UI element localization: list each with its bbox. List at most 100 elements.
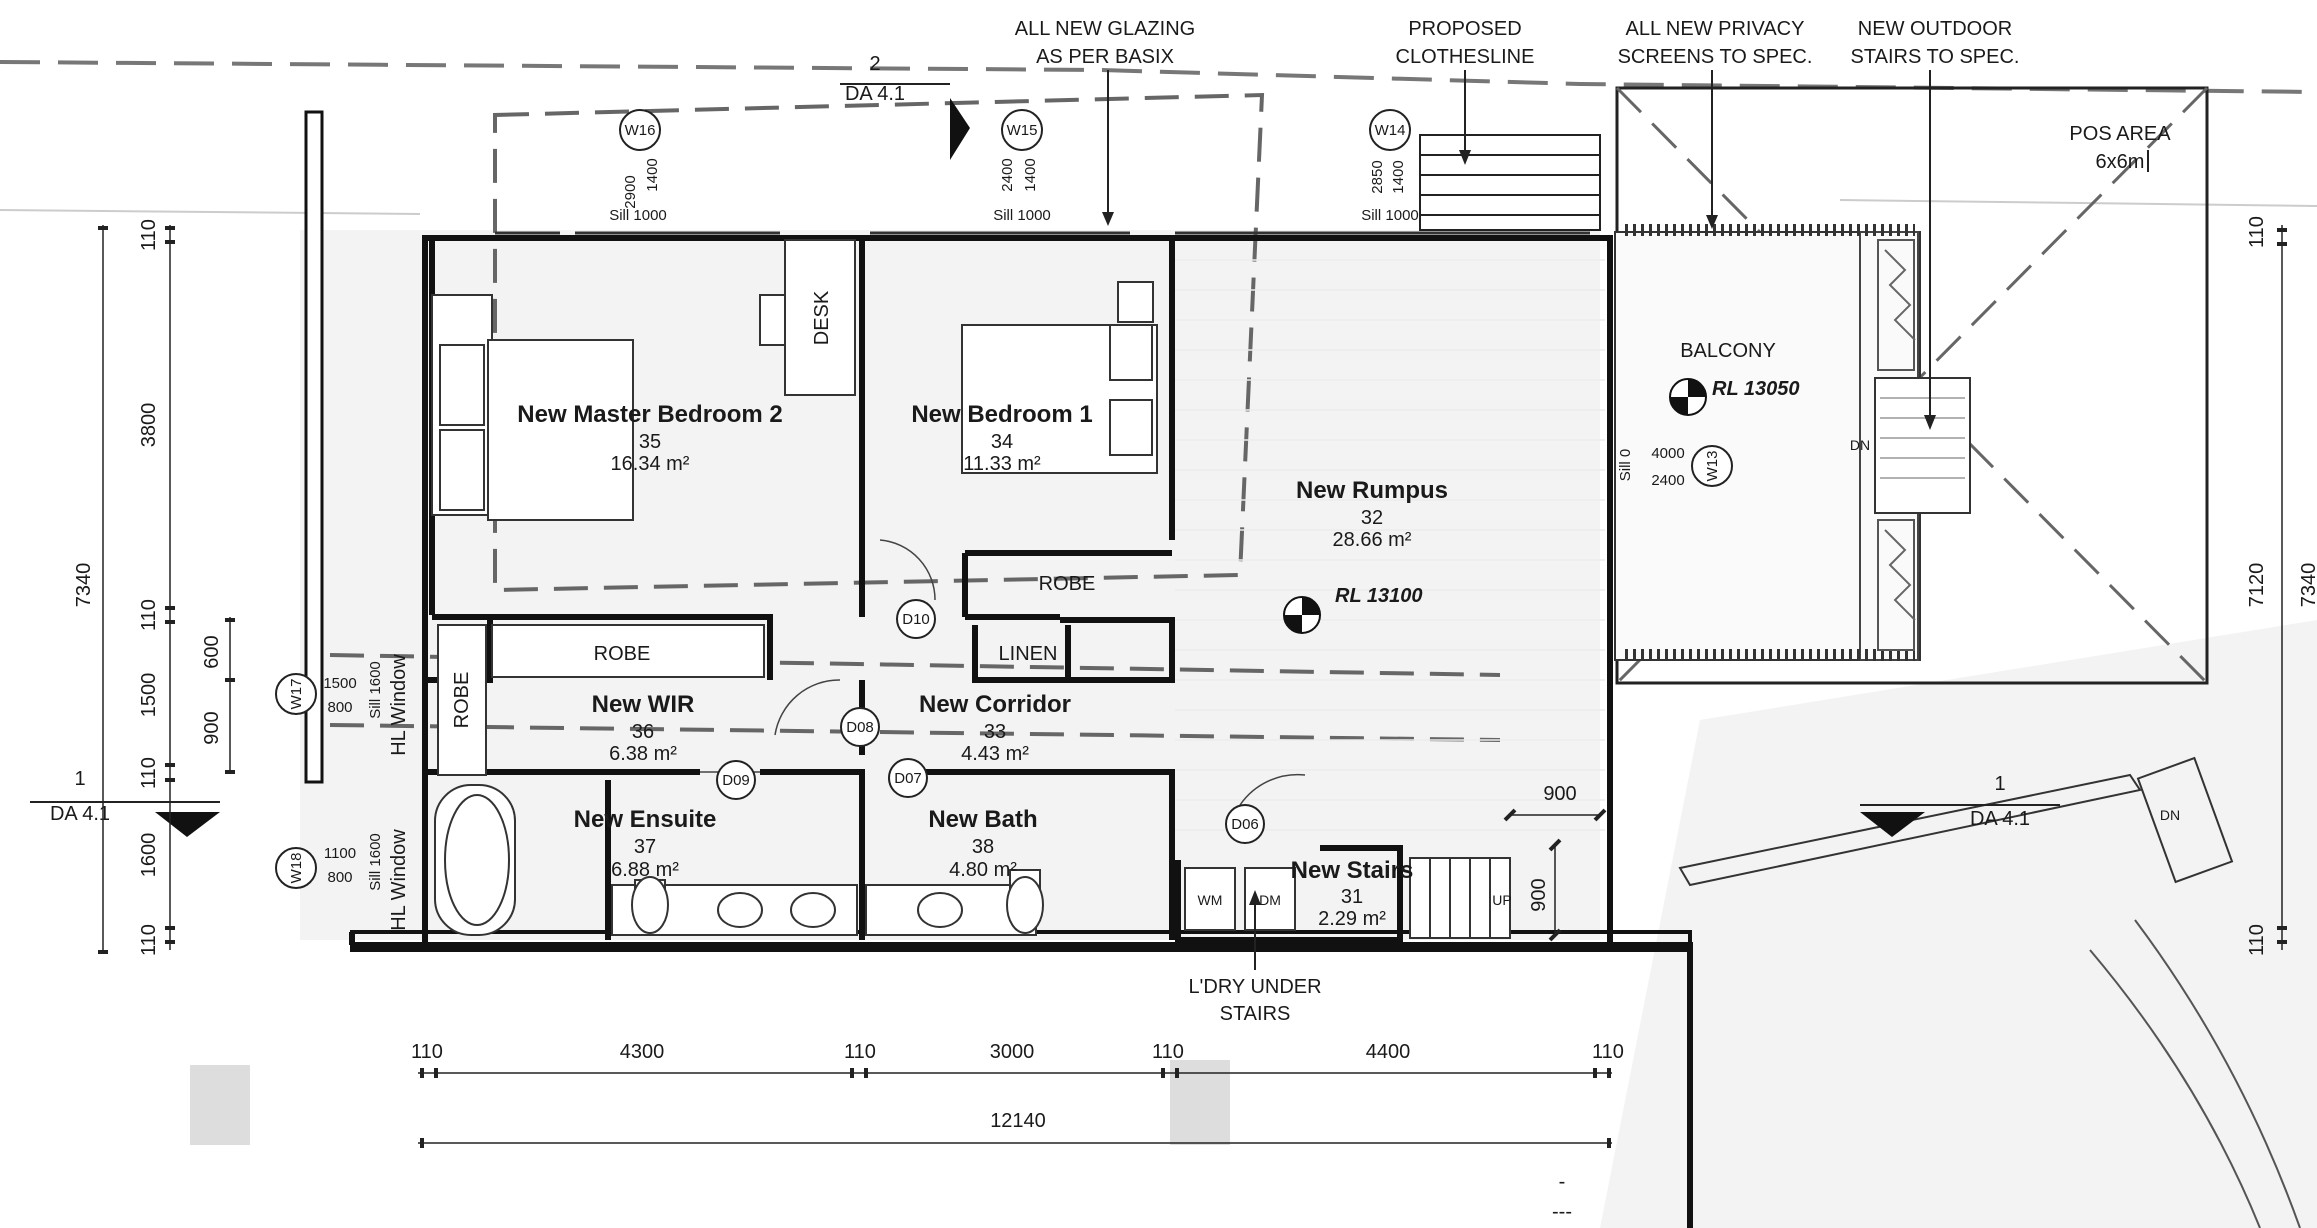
room-area: 11.33 m² [963,453,1041,475]
room-number: 37 [634,836,656,858]
room-ensuite: New Ensuite 37 6.88 m² [574,806,717,881]
robe-wir-label: ROBE [451,672,473,729]
svg-text:1500: 1500 [138,673,160,718]
svg-text:W13: W13 [1704,451,1721,482]
pos-area-line2: 6x6m [2096,151,2145,173]
room-area: 4.80 m² [949,859,1017,881]
svg-text:HL Window: HL Window [388,654,410,756]
balcony-area [1614,86,2209,685]
svg-text:Sill 0: Sill 0 [1617,449,1634,482]
room-number: 32 [1361,507,1383,529]
room-corridor: New Corridor 33 4.43 m² [919,691,1071,765]
svg-text:110: 110 [844,1041,876,1063]
door-d08: D08 [840,707,880,747]
svg-text:110: 110 [2246,924,2268,956]
svg-text:110: 110 [1152,1041,1184,1063]
svg-text:Sill 1000: Sill 1000 [1361,207,1419,224]
section-marker-left: 1 DA 4.1 [30,768,220,837]
room-name: New Corridor [919,691,1071,718]
linen-label: LINEN [999,643,1058,665]
room-bedroom-1: New Bedroom 1 34 11.33 m² [911,401,1092,475]
svg-text:110: 110 [1592,1041,1624,1063]
svg-text:W18: W18 [288,853,305,884]
outdoor-stairs-note-line1: NEW OUTDOOR [1858,18,2012,40]
svg-text:Sill 1000: Sill 1000 [609,207,667,224]
room-name: New Master Bedroom 2 [517,401,782,428]
dim-overall-width: 12140 [990,1110,1046,1132]
room-area: 6.38 m² [609,743,677,765]
svg-text:1: 1 [74,768,85,790]
fixture-labels: DESK ROBE ROBE ROBE LINEN BALCONY RL 130… [451,290,2180,908]
room-name: New WIR [592,691,695,718]
room-name: New Rumpus [1296,477,1448,504]
section-marker-top: 2 DA 4.1 [840,53,970,160]
window-w13: W13 4000 2400 Sill 0 [1617,445,1733,489]
door-d07: D07 [888,758,928,798]
svg-text:2400: 2400 [999,158,1016,191]
dm-label: DM [1259,892,1281,908]
balcony-level: RL 13050 [1712,378,1799,400]
svg-text:110: 110 [138,757,160,789]
desk-label: DESK [811,290,833,345]
svg-text:3800: 3800 [138,403,160,448]
door-d09: D09 [716,760,756,800]
dim-overall: 7340 [73,563,95,608]
svg-text:800: 800 [327,699,352,716]
room-name: New Stairs [1291,857,1414,884]
svg-text:Sill 1600: Sill 1600 [367,661,384,719]
room-area: 6.88 m² [611,859,679,881]
svg-text:Sill 1600: Sill 1600 [367,833,384,891]
room-area: 28.66 m² [1333,529,1412,551]
room-wir: New WIR 36 6.38 m² [592,691,695,765]
room-number: 31 [1341,886,1363,908]
robe-bed1-label: ROBE [1039,573,1096,595]
svg-text:900: 900 [1543,783,1576,805]
dimensions-stair: 900 900 [1503,783,1607,942]
svg-text:1400: 1400 [1022,158,1039,191]
window-w15: W15 2400 1400 Sill 1000 [993,109,1051,224]
svg-text:3000: 3000 [990,1041,1035,1063]
svg-text:HL Window: HL Window [388,829,410,931]
svg-text:D06: D06 [1231,816,1259,833]
pos-area-line1: POS AREA [2069,123,2171,145]
svg-text:110: 110 [138,924,160,956]
room-stairs: New Stairs 31 2.29 m² [1291,857,1414,930]
annotations: ALL NEW GLAZING AS PER BASIX PROPOSED CL… [1015,18,2171,1025]
svg-text:1: 1 [1994,773,2005,795]
wm-label: WM [1198,892,1223,908]
svg-text:W17: W17 [288,679,305,710]
robe-master-label: ROBE [594,643,651,665]
svg-text:-: - [1559,1171,1566,1193]
glazing-note-line2: AS PER BASIX [1036,46,1174,68]
bottom-columns [190,1060,1230,1145]
svg-text:110: 110 [138,219,160,251]
svg-text:W14: W14 [1375,122,1406,139]
svg-text:D09: D09 [722,772,750,789]
svg-text:2900: 2900 [622,175,639,208]
misc-marks: - --- [1552,1171,1572,1223]
laundry-note-line1: L'DRY UNDER [1188,976,1321,998]
rumpus-level: RL 13100 [1335,585,1422,607]
floor-hatch [1175,259,1605,831]
furniture [431,239,1511,939]
door-tags: D10 D08 D09 D07 D06 [716,599,1265,844]
dimensions-bottom: 110 4300 110 3000 110 4400 110 12140 [411,1041,1624,1148]
glazing-note-line1: ALL NEW GLAZING [1015,18,1195,40]
room-area: 4.43 m² [961,743,1029,765]
room-bath: New Bath 38 4.80 m² [928,806,1037,881]
svg-text:1400: 1400 [1390,160,1407,193]
balcony-dn-label: DN [1850,437,1870,453]
svg-text:110: 110 [138,599,160,631]
svg-text:4300: 4300 [620,1041,665,1063]
balcony-label: BALCONY [1680,340,1776,362]
svg-text:D10: D10 [902,611,930,628]
svg-text:600: 600 [201,635,223,668]
window-tags: W16 2900 1400 Sill 1000 W15 2400 1400 Si… [275,109,1733,931]
svg-text:7340: 7340 [2298,563,2317,608]
door-d06: D06 [1225,804,1265,844]
dimensions-left: 7340 110 3800 110 1500 110 1600 110 600 … [73,219,235,956]
section-marker-right: 1 DA 4.1 [1860,773,2060,837]
background-shading [300,230,2317,1228]
window-w14: W14 2850 1400 Sill 1000 [1361,109,1419,224]
